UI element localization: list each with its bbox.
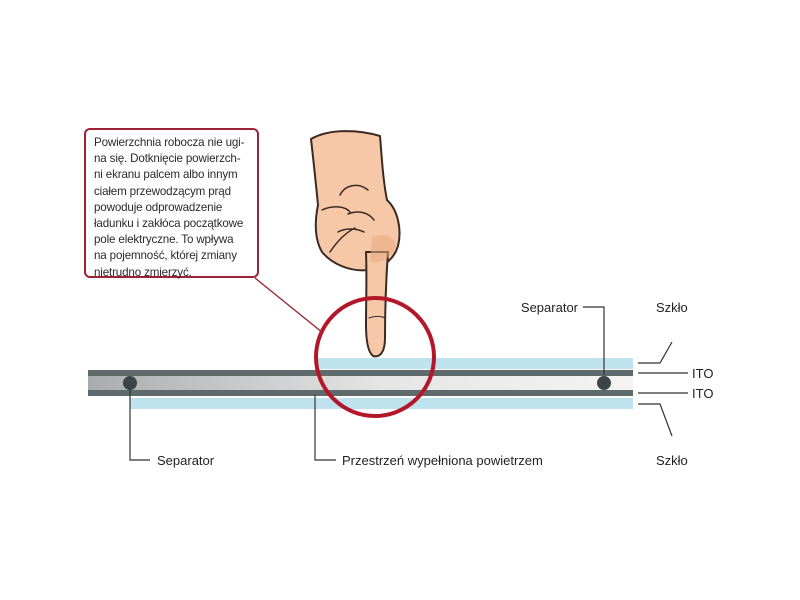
glass-bottom-leader	[638, 403, 673, 437]
callout-line: Powierzchnia robocza nie ugi-	[94, 136, 245, 149]
callout-line: ładunku i zakłóca początkowe	[94, 217, 244, 231]
callout-line: na się. Dotknięcie powierzch-	[94, 152, 241, 166]
glass-layer-bottom	[130, 398, 633, 409]
air-gap-layer	[88, 376, 633, 390]
label-leader-lines	[129, 306, 688, 461]
ito-layer-bottom	[88, 390, 633, 396]
label-separator-top: Separator	[521, 300, 579, 315]
touch-highlight-circle	[314, 296, 436, 418]
callout-leader-line	[254, 277, 324, 334]
label-glass-top: Szkło	[656, 300, 688, 315]
label-ito-bottom: ITO	[692, 386, 713, 401]
callout-line: na pojemność, której zmiany	[94, 249, 237, 263]
callout-line: ni ekranu palcem albo innym	[94, 168, 238, 182]
separator-bottom-leader	[129, 389, 150, 461]
label-air-gap: Przestrzeń wypełniona powietrzem	[342, 453, 543, 468]
label-ito-top: ITO	[692, 366, 713, 381]
pointing-hand-icon	[310, 130, 401, 358]
callout-line: ciałem przewodzącym prąd	[94, 184, 231, 198]
separator-dot-icon	[123, 376, 137, 390]
separator-top-leader	[583, 306, 605, 375]
ito-layer-top	[88, 370, 633, 376]
glass-top-leader	[638, 341, 673, 364]
callout-line: nietrudno zmierzyć.	[94, 265, 192, 279]
separator-dot-icon	[597, 376, 611, 390]
layer-stack	[88, 358, 633, 409]
label-separator-bottom: Separator	[157, 453, 215, 468]
callout-line: powoduje odprowadzenie	[94, 200, 223, 214]
callout-line: pole elektryczne. To wpływa	[94, 233, 234, 247]
explanation-callout: Powierzchnia robocza nie ugi- na się. Do…	[84, 128, 259, 281]
label-glass-bottom: Szkło	[656, 453, 688, 468]
glass-layer-top	[318, 358, 633, 369]
air-gap-leader	[314, 395, 336, 461]
callout-text: Powierzchnia robocza nie ugi- na się. Do…	[94, 135, 251, 281]
